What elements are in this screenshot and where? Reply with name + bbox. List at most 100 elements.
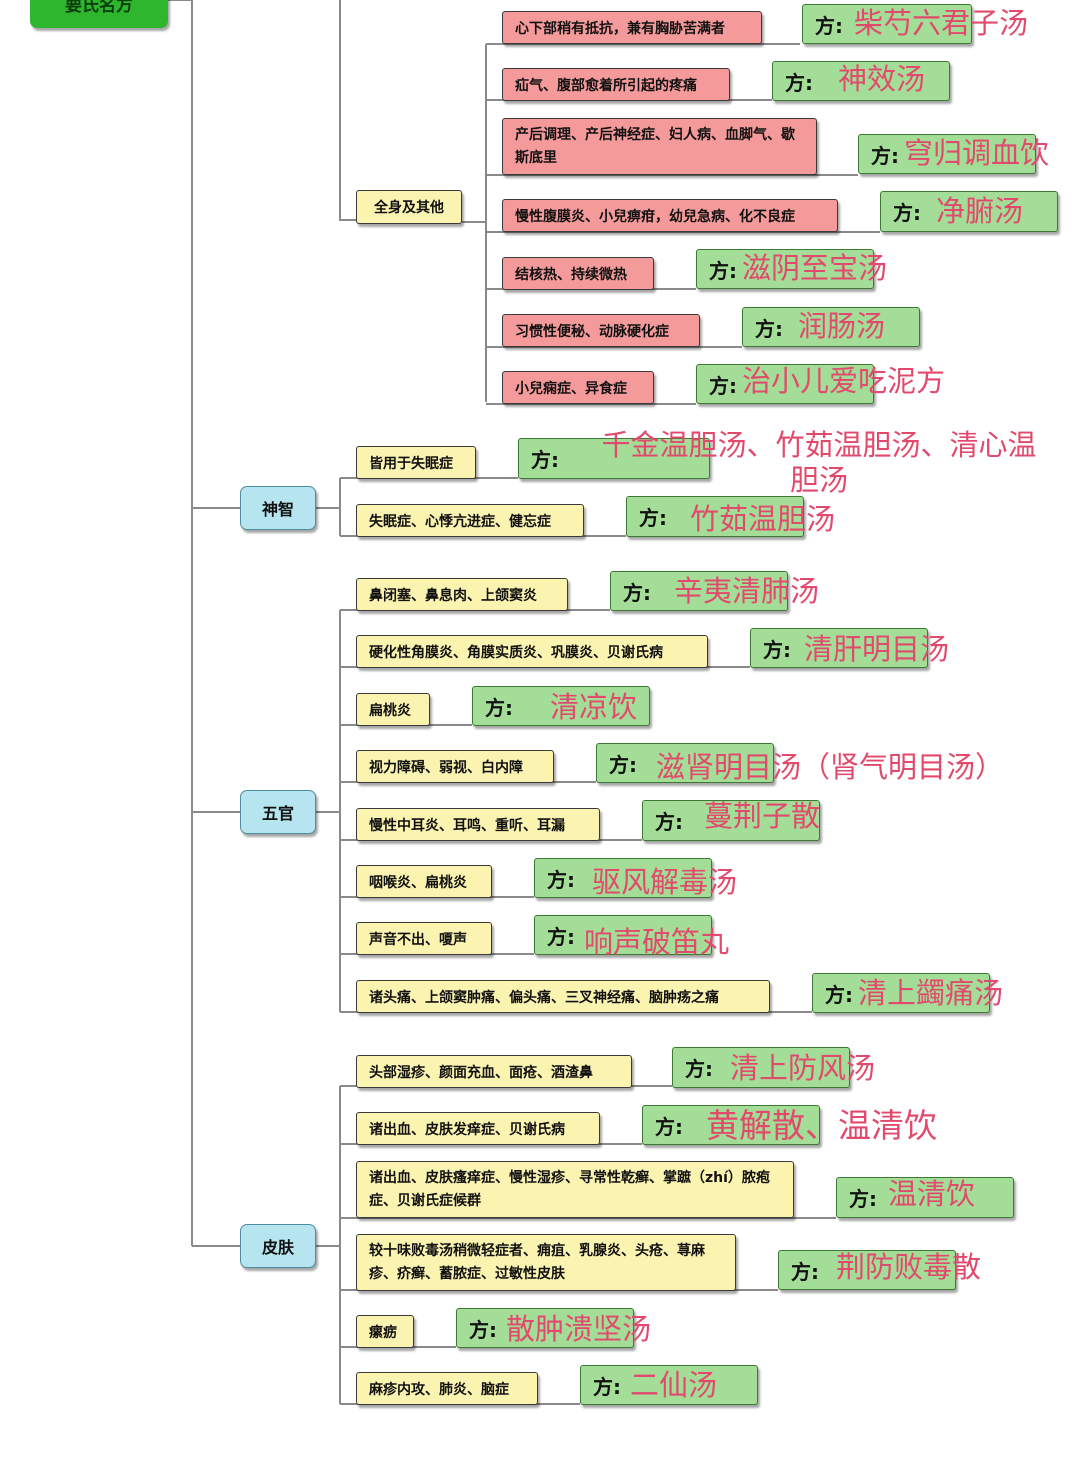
root-label: 要氏名方 [65, 0, 133, 16]
condition-text: 头部湿疹、颜面充血、面疮、酒渣鼻 [369, 1064, 593, 1081]
condition-node: 失眠症、心悸亢进症、健忘症 [356, 504, 584, 537]
formula-name: 神效汤 [838, 62, 926, 96]
formula-name: 滋肾明目汤（肾气明目汤） [656, 750, 1005, 784]
condition-node: 较十味败毒汤稍微轻症者、痈疽、乳腺炎、头疮、荨麻疹、疥癣、蓄脓症、过敏性皮肤 [356, 1234, 736, 1291]
formula-name: 温清饮 [888, 1177, 976, 1211]
category-label: 五官 [261, 804, 294, 823]
condition-text: 慢性腹膜炎、小兒痹疳，幼兒急病、化不良症 [515, 208, 795, 225]
condition-text: 麻疹内攻、肺炎、脑症 [369, 1381, 509, 1398]
fang-label: 方: [547, 867, 575, 892]
formula-name: 二仙汤 [630, 1368, 718, 1402]
category-label: 全身及其他 [374, 200, 444, 216]
formula-box: 方: [880, 191, 1058, 232]
formula-box: 方: [472, 686, 650, 726]
condition-node: 结核热、持续微热 [502, 257, 654, 290]
formula-name: 竹茹温胆汤 [690, 502, 836, 536]
formula-box: 方: [836, 1177, 1014, 1218]
condition-text: 诸出血、皮肤发痒症、贝谢氏病 [369, 1121, 565, 1138]
formula-name: 辛夷清肺汤 [674, 574, 820, 608]
condition-node: 诸头痛、上颌窦肿痛、偏头痛、三叉神经痛、脑肿疡之痛 [356, 980, 770, 1013]
condition-node: 产后调理、产后神经症、妇人病、血脚气、歇斯底里 [502, 118, 817, 175]
fang-label: 方: [871, 143, 899, 168]
condition-text: 诸头痛、上颌窦肿痛、偏头痛、三叉神经痛、脑肿疡之痛 [369, 989, 719, 1006]
formula-box: 方: [642, 800, 820, 841]
fang-label: 方: [755, 316, 783, 341]
formula-box: 方: [672, 1047, 850, 1088]
fang-label: 方: [469, 1317, 497, 1342]
condition-node: 疝气、腹部愈着所引起的疼痛 [502, 68, 730, 101]
formula-box: 方: [858, 134, 1036, 174]
fang-label: 方: [849, 1187, 877, 1211]
condition-text: 声音不出、嗄声 [369, 931, 467, 948]
formula-name: 清肝明目汤 [804, 632, 950, 666]
fang-label: 方: [639, 506, 667, 530]
condition-node: 视力障碍、弱视、白内障 [356, 750, 554, 783]
condition-node: 慢性腹膜炎、小兒痹疳，幼兒急病、化不良症 [502, 199, 838, 232]
formula-name: 治小儿爱吃泥方 [742, 364, 946, 398]
condition-text: 失眠症、心悸亢进症、健忘症 [369, 513, 551, 530]
condition-text: 咽喉炎、扁桃炎 [369, 874, 467, 891]
fang-label: 方: [655, 810, 683, 834]
condition-node: 咽喉炎、扁桃炎 [356, 865, 492, 898]
formula-box: 方: [626, 496, 804, 537]
formula-name: 千金温胆汤、竹茹温胆汤、清心温胆汤 [601, 428, 1037, 497]
formula-box: 方: [778, 1250, 956, 1290]
formula-box: 方: [456, 1308, 634, 1348]
formula-name: 驱风解毒汤 [592, 865, 738, 899]
formula-box: 方: [596, 743, 774, 783]
category-wuguan: 五官 [240, 790, 316, 834]
condition-text: 皆用于失眠症 [369, 455, 453, 472]
formula-name: 散肿溃坚汤 [506, 1312, 652, 1346]
condition-node: 硬化性角膜炎、角膜实质炎、巩膜炎、贝谢氏病 [356, 635, 708, 668]
condition-text: 慢性中耳炎、耳鸣、重听、耳漏 [369, 817, 565, 834]
category-quanshen: 全身及其他 [356, 190, 462, 224]
formula-name: 滋阴至宝汤 [742, 251, 888, 285]
condition-node: 鼻闭塞、鼻息肉、上颌窦炎 [356, 578, 568, 611]
formula-name: 柴芍六君子汤 [854, 6, 1029, 40]
fang-label: 方: [709, 373, 737, 398]
category-shenzhi: 神智 [240, 486, 316, 530]
condition-text: 诸出血、皮肤瘙痒症、慢性湿疹、寻常性乾癣、掌蹠（zhí）脓疱症、贝谢氏症候群 [369, 1169, 770, 1209]
fang-label: 方: [815, 13, 843, 38]
category-label: 神智 [261, 500, 294, 519]
formula-box: 方: [580, 1365, 758, 1405]
condition-text: 硬化性角膜炎、角膜实质炎、巩膜炎、贝谢氏病 [369, 644, 663, 661]
condition-node: 心下部稍有抵抗，兼有胸胁苦满者 [502, 11, 762, 44]
condition-text: 瘰疬 [369, 1324, 397, 1341]
formula-box: 方: [696, 364, 874, 404]
formula-box: 方: [802, 4, 972, 44]
formula-name: 荆防败毒散 [836, 1250, 982, 1284]
formula-box: 方: [518, 438, 710, 479]
condition-text: 疝气、腹部愈着所引起的疼痛 [515, 77, 697, 94]
fang-label: 方: [531, 448, 559, 472]
condition-text: 视力障碍、弱视、白内障 [369, 759, 523, 776]
fang-label: 方: [655, 1114, 683, 1139]
condition-node: 声音不出、嗄声 [356, 922, 492, 955]
condition-node: 习惯性便秘、动脉硬化症 [502, 314, 700, 347]
category-pifu: 皮肤 [240, 1224, 316, 1268]
condition-node: 皆用于失眠症 [356, 446, 476, 479]
formula-box: 方: [534, 858, 712, 898]
formula-box: 方: [750, 628, 928, 668]
category-label: 皮肤 [261, 1238, 294, 1257]
fang-label: 方: [825, 982, 853, 1007]
condition-text: 扁桃炎 [369, 702, 411, 719]
fang-label: 方: [893, 201, 921, 225]
formula-name: 清上蠲痛汤 [858, 976, 1004, 1010]
condition-node: 麻疹内攻、肺炎、脑症 [356, 1372, 538, 1405]
formula-name: 黄解散、温清饮 [706, 1106, 937, 1145]
formula-box: 方: [610, 571, 788, 611]
condition-node: 诸出血、皮肤瘙痒症、慢性湿疹、寻常性乾癣、掌蹠（zhí）脓疱症、贝谢氏症候群 [356, 1161, 794, 1218]
fang-label: 方: [547, 924, 575, 949]
formula-name: 清上防风汤 [730, 1051, 876, 1085]
fang-label: 方: [685, 1057, 713, 1081]
formula-name: 净腑汤 [936, 194, 1024, 228]
condition-text: 小兒痫症、异食症 [515, 380, 627, 397]
formula-name: 蔓荆子散 [704, 799, 821, 833]
condition-node: 诸出血、皮肤发痒症、贝谢氏病 [356, 1112, 600, 1145]
formula-box: 方: [772, 61, 950, 101]
fang-label: 方: [785, 70, 813, 95]
formula-box: 方: [742, 307, 920, 347]
formula-box: 方: [812, 973, 990, 1013]
condition-text: 心下部稍有抵抗，兼有胸胁苦满者 [515, 20, 725, 37]
